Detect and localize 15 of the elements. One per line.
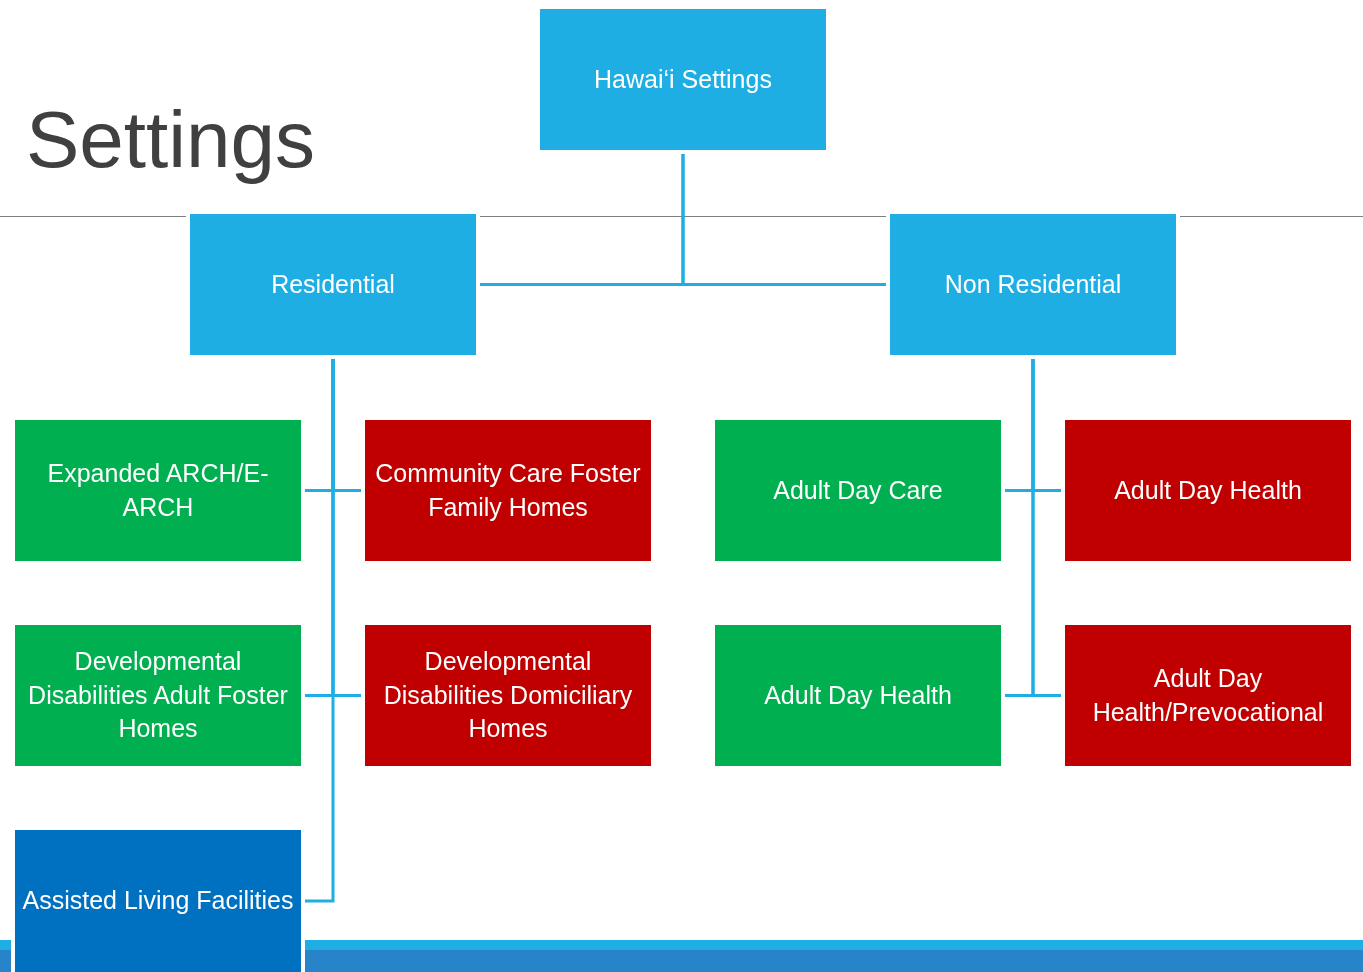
connector-line [1031,359,1061,697]
box-label: Expanded ARCH/E-ARCH [46,457,270,523]
connector-line [681,154,886,286]
connector-line [305,359,335,903]
box-label: Adult Day Care [773,474,943,506]
box-label: Non Residential [944,268,1122,300]
box-label: Adult Day Health [1114,474,1302,506]
box-label: Adult Day Health [764,679,952,711]
box-label: Hawai‘i Settings [594,63,772,95]
box-label: Developmental Disabilities Domiciliary Homes [382,645,634,745]
box-label: Assisted Living Facilities [22,885,294,917]
box-label: Developmental Disabilities Adult Foster Homes [27,645,289,745]
box-label: Community Care Foster Family Homes [374,457,642,523]
box-label: Adult Day Health/Prevocational [1091,662,1325,728]
box-label: Residential [271,268,395,300]
